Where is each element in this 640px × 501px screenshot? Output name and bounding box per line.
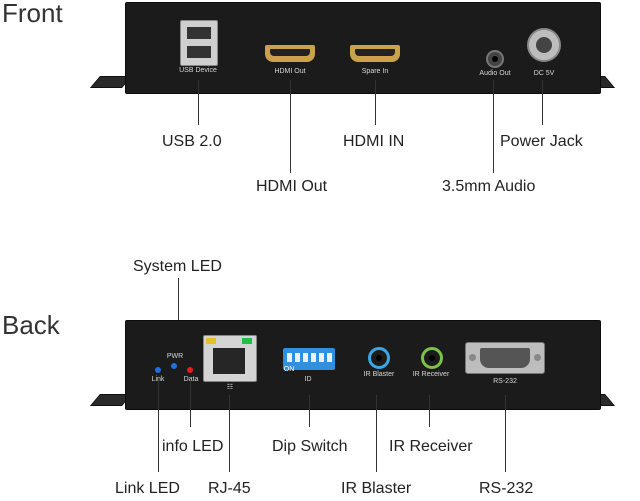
audio-leader-line bbox=[493, 80, 494, 173]
data-label: Data bbox=[176, 376, 206, 383]
back-title: Back bbox=[2, 310, 60, 340]
usb-port bbox=[180, 20, 218, 66]
callout-link-led: Link LED bbox=[115, 480, 180, 497]
power-leader-line bbox=[542, 80, 543, 125]
usb-device-label: USB Device bbox=[179, 67, 217, 74]
link-label: Link bbox=[143, 376, 173, 383]
callout-dip-switch: Dip Switch bbox=[272, 438, 348, 455]
callout-hdmi-in: HDMI IN bbox=[343, 133, 405, 150]
ir-receiver-label: IR Receiver bbox=[412, 371, 450, 378]
link-led bbox=[155, 367, 161, 373]
rj45-leader-line bbox=[229, 395, 230, 472]
callout-ir-receiver: IR Receiver bbox=[389, 438, 473, 455]
ir-blaster-leader-line bbox=[376, 395, 377, 472]
rs232-leader-line bbox=[505, 395, 506, 472]
callout-info-led: info LED bbox=[162, 438, 224, 455]
ir-blaster-label: IR Blaster bbox=[363, 371, 395, 378]
usb-leader-line bbox=[198, 80, 199, 125]
dc-5v-label: DC 5V bbox=[533, 70, 555, 77]
spare-in-label: Spare In bbox=[361, 68, 389, 75]
power-jack bbox=[527, 28, 561, 62]
system-led-leader-line bbox=[178, 278, 179, 323]
hdmi-out-port bbox=[265, 45, 315, 62]
callout-hdmi-out: HDMI Out bbox=[256, 178, 328, 195]
audio-jack bbox=[486, 50, 504, 68]
hdmi-out-leader-line bbox=[290, 80, 291, 173]
ir-blaster-jack bbox=[368, 347, 390, 369]
link-led-leader-line bbox=[158, 380, 159, 472]
callout-system-led: System LED bbox=[133, 258, 222, 275]
hdmi-in-port bbox=[350, 45, 400, 62]
ir-receiver-jack bbox=[421, 347, 443, 369]
dip-switch bbox=[283, 348, 335, 370]
callout-rs232: RS-232 bbox=[479, 480, 534, 497]
info-led-leader-line bbox=[190, 380, 191, 427]
rs232-port bbox=[465, 342, 545, 374]
network-icon: ☷ bbox=[226, 384, 234, 391]
id-label: ID bbox=[304, 376, 312, 383]
pwr-label: PWR bbox=[166, 353, 184, 360]
callout-usb: USB 2.0 bbox=[162, 133, 222, 150]
dip-on-label: ON bbox=[283, 366, 295, 373]
hdmi-out-port-label: HDMI Out bbox=[274, 68, 306, 75]
hdmi-in-leader-line bbox=[375, 80, 376, 125]
callout-power-jack: Power Jack bbox=[500, 133, 583, 150]
dip-switch-leader-line bbox=[309, 395, 310, 427]
callout-ir-blaster: IR Blaster bbox=[341, 480, 412, 497]
front-title: Front bbox=[2, 0, 63, 28]
rj45-port bbox=[203, 335, 257, 382]
pwr-led bbox=[171, 363, 177, 369]
ir-receiver-leader-line bbox=[429, 395, 430, 427]
callout-rj45: RJ-45 bbox=[208, 480, 251, 497]
callout-audio: 3.5mm Audio bbox=[442, 178, 536, 195]
audio-out-label: Audio Out bbox=[479, 70, 511, 77]
rs232-label: RS-232 bbox=[493, 378, 517, 385]
data-led bbox=[187, 367, 193, 373]
